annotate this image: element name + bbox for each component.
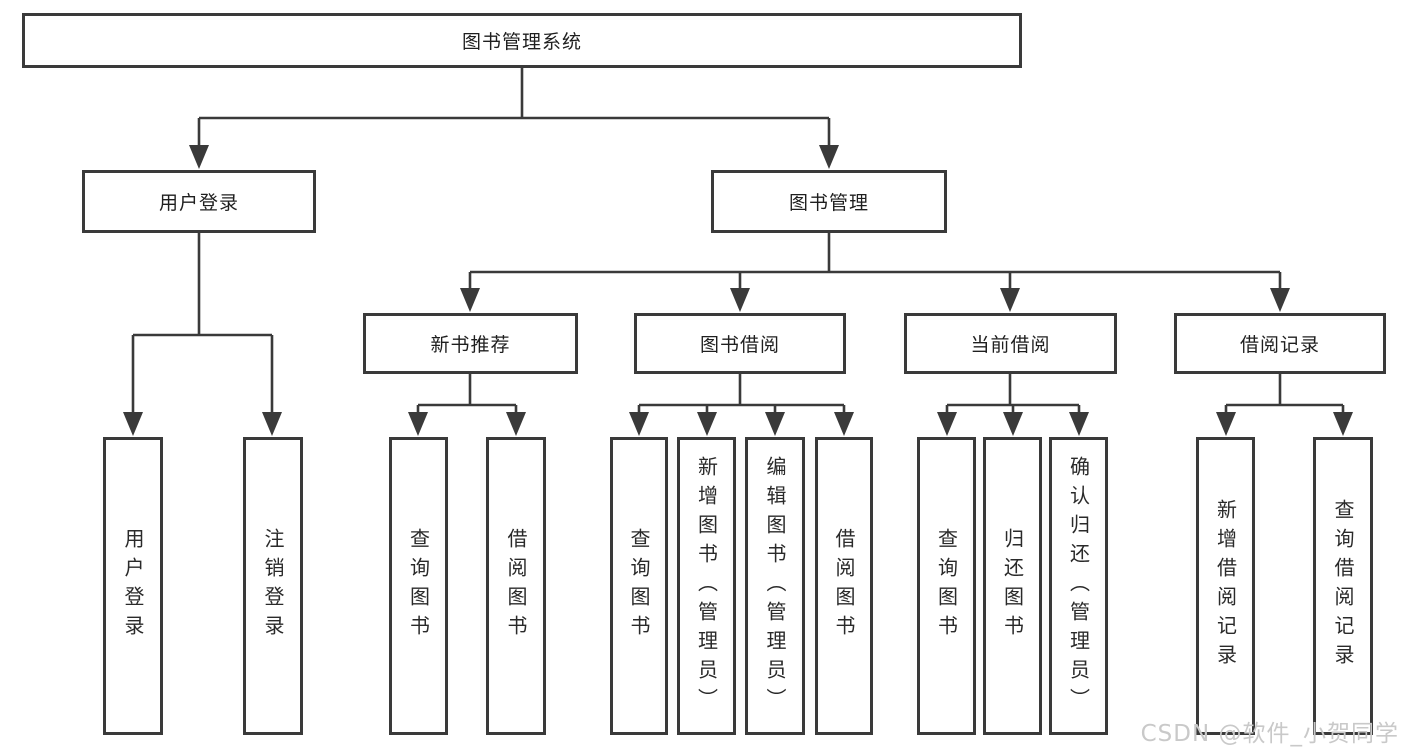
leaf-records-query-record: 查询借阅记录 — [1313, 437, 1373, 735]
leaf-records-add-record: 新增借阅记录 — [1196, 437, 1255, 735]
leaf-current-confirm-return-admin: 确认归还（管理员） — [1049, 437, 1108, 735]
leaf-borrow-query-books: 查询图书 — [610, 437, 668, 735]
node-user-login: 用户登录 — [82, 170, 316, 233]
csdn-watermark: CSDN @软件_小贺同学 — [1140, 721, 1399, 747]
node-root-system: 图书管理系统 — [22, 13, 1022, 68]
leaf-user-login: 用户登录 — [103, 437, 163, 735]
leaf-current-query-books: 查询图书 — [917, 437, 976, 735]
node-book-management: 图书管理 — [711, 170, 947, 233]
leaf-current-return-books: 归还图书 — [983, 437, 1042, 735]
leaf-borrow-edit-books-admin: 编辑图书（管理员） — [745, 437, 805, 735]
leaf-logout: 注销登录 — [243, 437, 303, 735]
leaf-recommend-query-books: 查询图书 — [389, 437, 448, 735]
node-book-borrow: 图书借阅 — [634, 313, 846, 374]
node-borrow-records: 借阅记录 — [1174, 313, 1386, 374]
leaf-recommend-borrow-books: 借阅图书 — [486, 437, 546, 735]
leaf-borrow-borrow-books: 借阅图书 — [815, 437, 873, 735]
node-current-borrow: 当前借阅 — [904, 313, 1117, 374]
leaf-borrow-add-books-admin: 新增图书（管理员） — [677, 437, 736, 735]
node-new-book-recommend: 新书推荐 — [363, 313, 578, 374]
